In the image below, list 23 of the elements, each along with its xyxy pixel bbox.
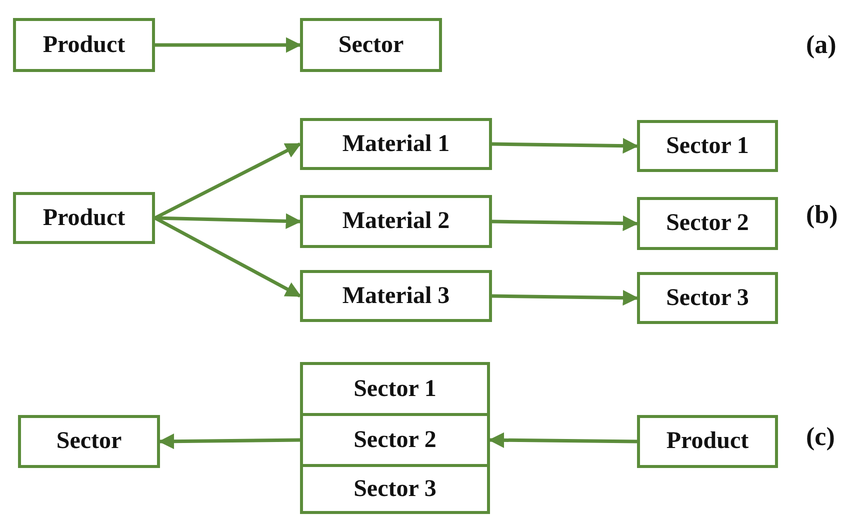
process-box: Sector 1 <box>300 362 490 416</box>
process-box: Material 3 <box>300 270 492 322</box>
process-box: Sector <box>300 18 442 72</box>
process-box: Sector 2 <box>637 197 778 250</box>
process-box: Sector 3 <box>300 464 490 514</box>
panel-label: (a) <box>806 30 836 60</box>
process-box: Product <box>13 192 155 244</box>
process-box: Material 2 <box>300 195 492 248</box>
process-box: Product <box>637 415 778 468</box>
arrow <box>492 138 639 154</box>
process-box: Sector 2 <box>300 413 490 467</box>
arrow <box>155 37 302 53</box>
process-box: Sector 3 <box>637 272 778 324</box>
arrow <box>492 290 639 306</box>
process-box: Product <box>13 18 155 72</box>
arrow <box>488 432 638 448</box>
arrow <box>492 215 639 232</box>
panel-label: (c) <box>806 422 835 452</box>
arrow <box>158 433 300 450</box>
process-box: Sector <box>18 415 160 468</box>
process-box: Material 1 <box>300 118 492 170</box>
panel-label: (b) <box>806 200 838 230</box>
process-box: Sector 1 <box>637 120 778 172</box>
